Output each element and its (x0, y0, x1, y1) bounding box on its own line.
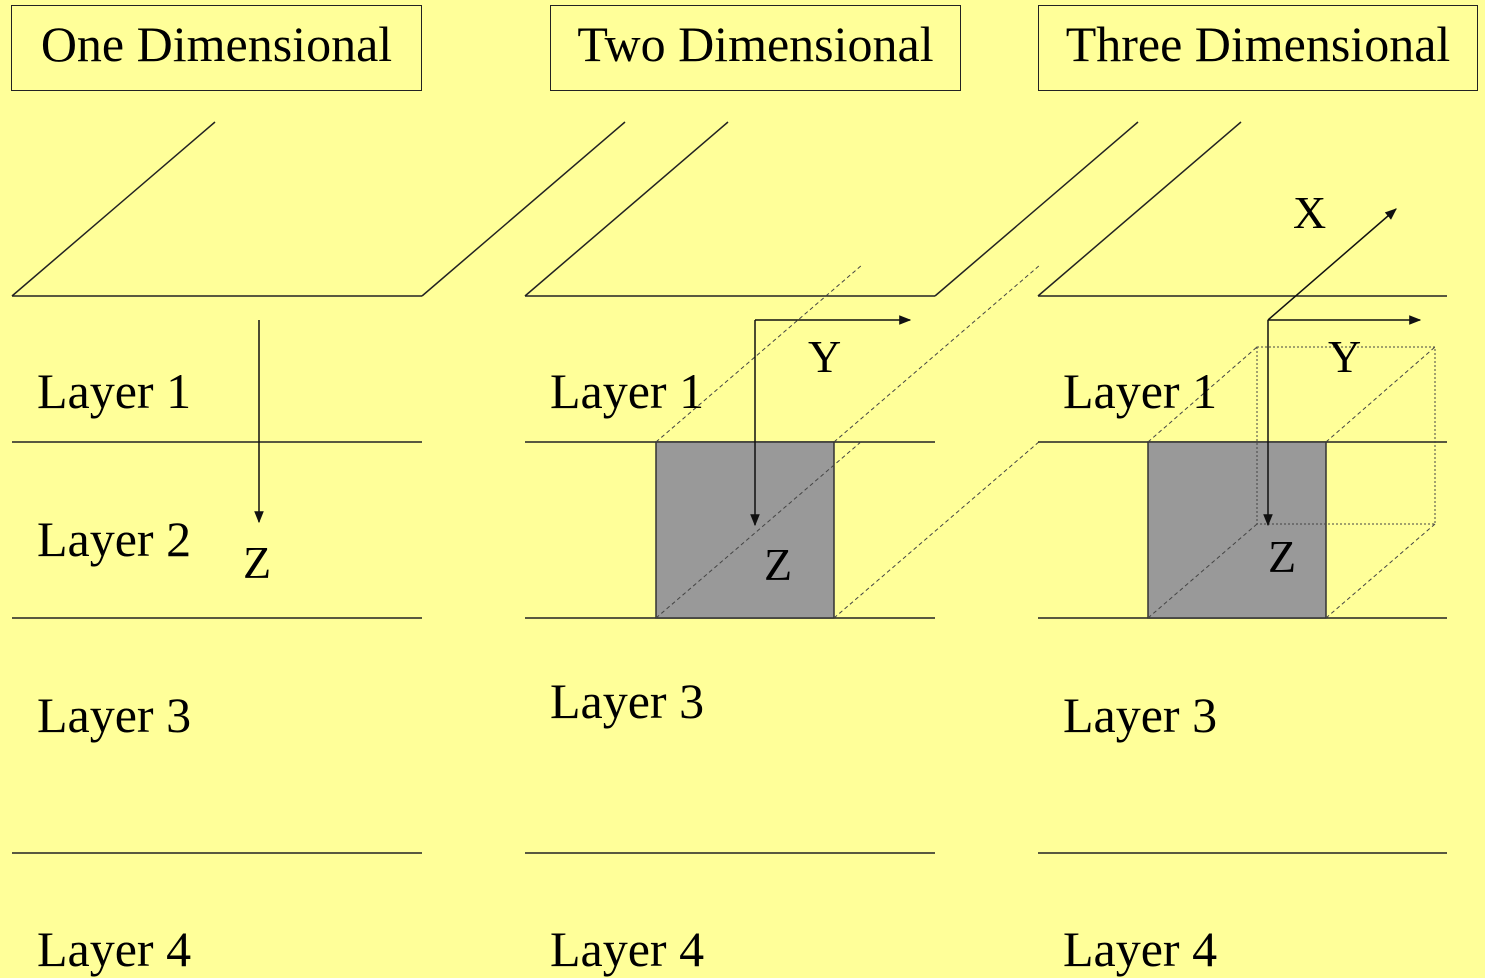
top-surface-edge (934, 121, 1139, 297)
panel3-layer-3-label: Layer 3 (1063, 687, 1218, 743)
dashed-cube-edge (1147, 346, 1258, 443)
top-surface-edge (1037, 121, 1242, 297)
panel2-layer-4-label: Layer 4 (550, 921, 705, 977)
gray-block (655, 441, 835, 619)
panel1-z-axis-label: Z (243, 537, 272, 588)
dashed-cube-edge (1147, 523, 1258, 619)
panel1-layer-4-label: Layer 4 (37, 921, 192, 977)
panel-one-dimensional (11, 121, 626, 854)
title-two-dimensional: Two Dimensional (550, 5, 961, 91)
title-one-dimensional: One Dimensional (11, 5, 422, 91)
dashed-cube-edge (1325, 346, 1436, 443)
dotted-back-face (1256, 346, 1436, 525)
top-surface-edge (11, 121, 216, 297)
dashed-cube-edge (1325, 523, 1436, 619)
panel3-y-axis-label: Y (1328, 331, 1362, 382)
panel3-layer-1-label: Layer 1 (1063, 363, 1218, 419)
panel2-y-axis-label: Y (808, 331, 842, 382)
dashed-extrusion-line (655, 264, 863, 443)
gray-block (1147, 441, 1327, 619)
panel2-layer-1-label: Layer 1 (550, 363, 705, 419)
dashed-extrusion-line (833, 264, 1041, 443)
title-three-dimensional: Three Dimensional (1038, 5, 1478, 91)
panel3-x-axis-label: X (1293, 187, 1327, 238)
panel3-layer-4-label: Layer 4 (1063, 921, 1218, 977)
x-axis-arrow (1267, 208, 1397, 321)
panel1-layer-3-label: Layer 3 (37, 687, 192, 743)
panel2-layer-3-label: Layer 3 (550, 673, 705, 729)
dashed-extrusion-line (833, 440, 1041, 619)
top-surface-edge (421, 121, 626, 297)
panel-three-dimensional (1037, 121, 1447, 854)
panel1-layer-1-label: Layer 1 (37, 363, 192, 419)
panel-two-dimensional (524, 121, 1139, 854)
top-surface-edge (524, 121, 729, 297)
panel3-z-axis-label: Z (1268, 531, 1297, 582)
panel1-layer-2-label: Layer 2 (37, 511, 192, 567)
dashed-extrusion-line (655, 440, 863, 619)
panel2-z-axis-label: Z (764, 539, 793, 590)
